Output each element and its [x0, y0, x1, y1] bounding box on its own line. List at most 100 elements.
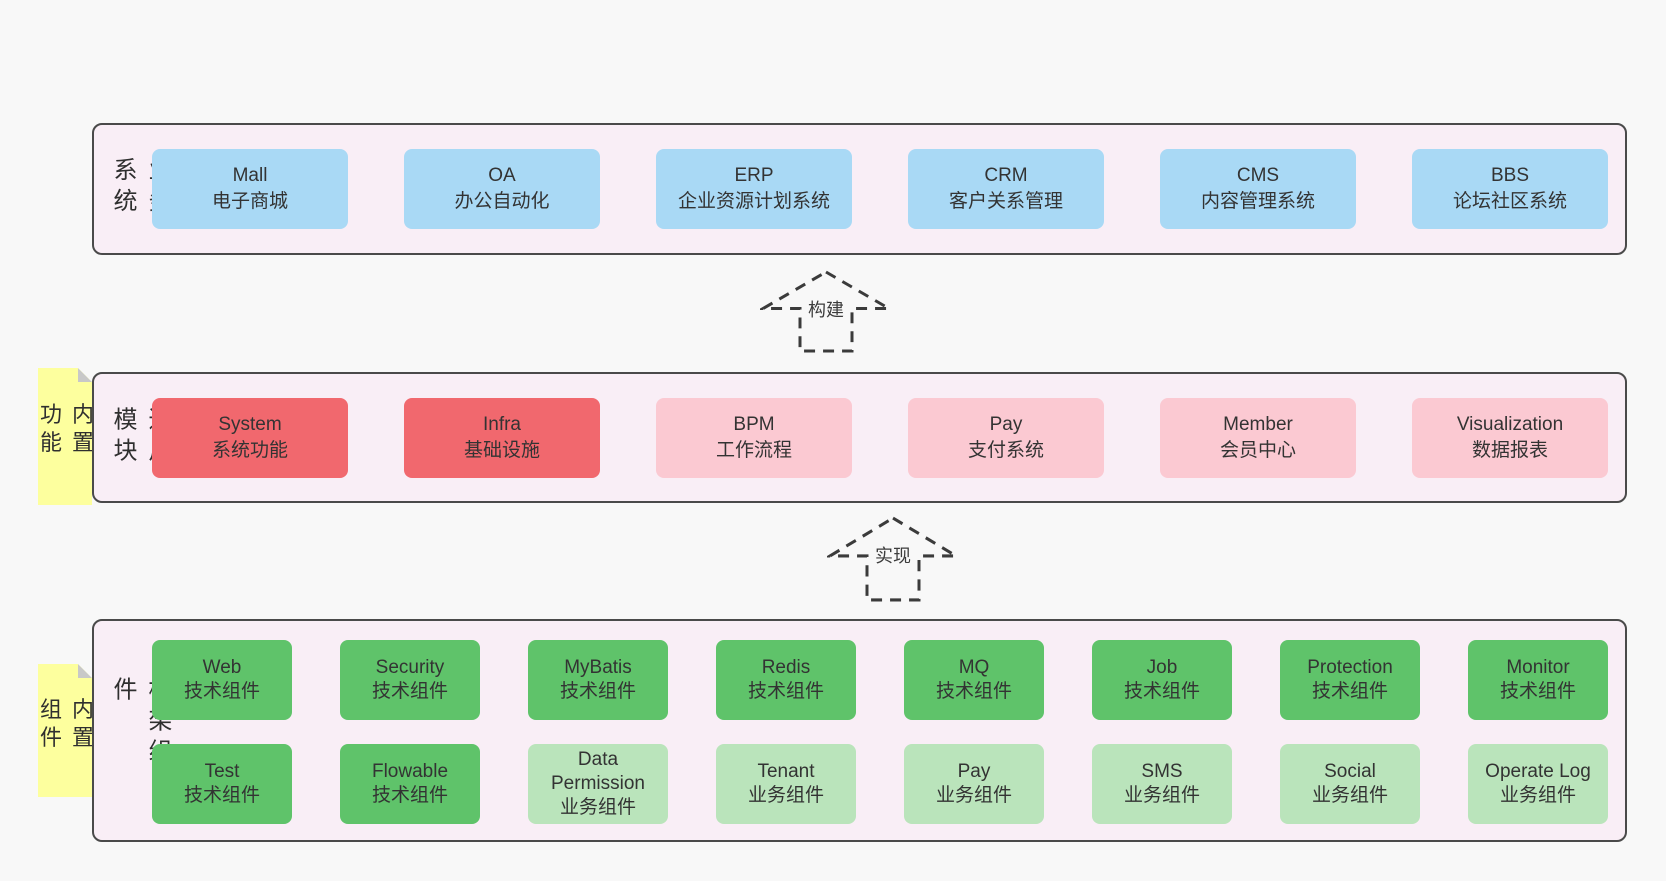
- module-title: CRM: [984, 165, 1028, 186]
- module-box-member: Member 会员中心: [1160, 397, 1356, 478]
- module-box-protection: Protection 技术组件: [1280, 640, 1420, 720]
- module-subtitle: 业务组件: [1499, 785, 1576, 806]
- sticky-note-text: 内置组件: [37, 697, 94, 754]
- module-subtitle: 技术组件: [559, 681, 636, 702]
- module-title: Job: [1146, 657, 1178, 678]
- module-subtitle: 系统功能: [211, 439, 288, 461]
- module-box-bbs: BBS 论坛社区系统: [1412, 149, 1608, 229]
- module-box-security: Security 技术组件: [340, 640, 480, 720]
- module-title: Operate Log: [1485, 761, 1591, 782]
- module-title: Tenant: [757, 761, 815, 782]
- module-title: OA: [488, 165, 516, 186]
- module-box-sms: SMS 业务组件: [1092, 744, 1232, 824]
- module-title: Mall: [232, 165, 268, 186]
- module-title: Pay: [989, 413, 1023, 435]
- module-title: Infra: [482, 413, 522, 435]
- band-common-modules: 通用模块 System系统功能Infra基础设施BPM工作流程Pay支付系统Me…: [92, 372, 1627, 503]
- module-title: Data Permission: [551, 749, 645, 794]
- module-box-crm: CRM 客户关系管理: [908, 149, 1104, 229]
- module-subtitle: 会员中心: [1219, 439, 1296, 461]
- module-box-operate-log: Operate Log 业务组件: [1468, 744, 1608, 824]
- module-subtitle: 技术组件: [183, 785, 260, 806]
- module-title: Member: [1223, 413, 1293, 435]
- module-title: Redis: [761, 657, 811, 678]
- module-subtitle: 业务组件: [935, 785, 1012, 806]
- module-title: Security: [375, 657, 445, 678]
- band-business-systems: 业务系统 Mall电子商城OA办公自动化ERP企业资源计划系统CRM客户关系管理…: [92, 123, 1627, 255]
- module-box-oa: OA 办公自动化: [404, 149, 600, 229]
- module-subtitle: 技术组件: [371, 681, 448, 702]
- module-title: Protection: [1307, 657, 1393, 678]
- module-subtitle: 论坛社区系统: [1452, 191, 1567, 212]
- arrow-implement: 实现: [827, 516, 959, 602]
- module-title: Social: [1324, 761, 1376, 782]
- module-subtitle: 技术组件: [1499, 681, 1576, 702]
- module-subtitle: 技术组件: [183, 681, 260, 702]
- module-subtitle: 工作流程: [715, 439, 792, 461]
- module-box-mybatis: MyBatis 技术组件: [528, 640, 668, 720]
- module-subtitle: 客户关系管理: [948, 191, 1063, 212]
- module-subtitle: 业务组件: [559, 797, 636, 818]
- module-subtitle: 电子商城: [211, 191, 288, 212]
- folded-corner-icon: [78, 368, 92, 382]
- module-box-system: System 系统功能: [152, 397, 348, 478]
- folded-corner-icon: [78, 664, 92, 678]
- module-subtitle: 企业资源计划系统: [677, 191, 830, 212]
- module-subtitle: 办公自动化: [454, 191, 550, 212]
- module-subtitle: 数据报表: [1471, 439, 1548, 461]
- sticky-note-text: 内置功能: [37, 402, 94, 459]
- module-box-test: Test 技术组件: [152, 744, 292, 824]
- module-title: BBS: [1490, 165, 1530, 186]
- module-title: Visualization: [1456, 413, 1564, 435]
- module-box-redis: Redis 技术组件: [716, 640, 856, 720]
- arrow-build-label: 构建: [805, 296, 847, 322]
- module-box-mall: Mall 电子商城: [152, 149, 348, 229]
- module-subtitle: 技术组件: [935, 681, 1012, 702]
- module-box-flowable: Flowable 技术组件: [340, 744, 480, 824]
- block-arrow-up-icon: [760, 270, 892, 353]
- module-title: Web: [202, 657, 242, 678]
- module-title: CMS: [1236, 165, 1280, 186]
- module-box-visualization: Visualization 数据报表: [1412, 397, 1608, 478]
- module-subtitle: 技术组件: [1123, 681, 1200, 702]
- module-title: MyBatis: [564, 657, 632, 678]
- module-box-data-permission: Data Permission 业务组件: [528, 744, 668, 824]
- module-title: SMS: [1141, 761, 1183, 782]
- module-title: Test: [204, 761, 240, 782]
- module-subtitle: 内容管理系统: [1200, 191, 1315, 212]
- block-arrow-up-icon: [827, 516, 959, 602]
- module-title: Pay: [957, 761, 991, 782]
- arrow-build: 构建: [760, 270, 892, 353]
- module-box-web: Web 技术组件: [152, 640, 292, 720]
- module-box-bpm: BPM 工作流程: [656, 397, 852, 478]
- module-title: System: [218, 413, 282, 435]
- module-subtitle: 基础设施: [463, 439, 540, 461]
- module-subtitle: 技术组件: [747, 681, 824, 702]
- module-title: Flowable: [371, 761, 449, 782]
- module-box-pay: Pay 业务组件: [904, 744, 1044, 824]
- module-title: BPM: [733, 413, 775, 435]
- module-box-mq: MQ 技术组件: [904, 640, 1044, 720]
- module-subtitle: 业务组件: [747, 785, 824, 806]
- module-title: MQ: [958, 657, 990, 678]
- arrow-implement-label: 实现: [872, 542, 914, 568]
- module-box-cms: CMS 内容管理系统: [1160, 149, 1356, 229]
- module-subtitle: 技术组件: [1311, 681, 1388, 702]
- module-subtitle: 技术组件: [371, 785, 448, 806]
- module-subtitle: 业务组件: [1123, 785, 1200, 806]
- module-box-job: Job 技术组件: [1092, 640, 1232, 720]
- sticky-note-builtin-features: 内置功能: [38, 368, 92, 505]
- module-box-infra: Infra 基础设施: [404, 397, 600, 478]
- module-box-tenant: Tenant 业务组件: [716, 744, 856, 824]
- sticky-note-builtin-components: 内置组件: [38, 664, 92, 797]
